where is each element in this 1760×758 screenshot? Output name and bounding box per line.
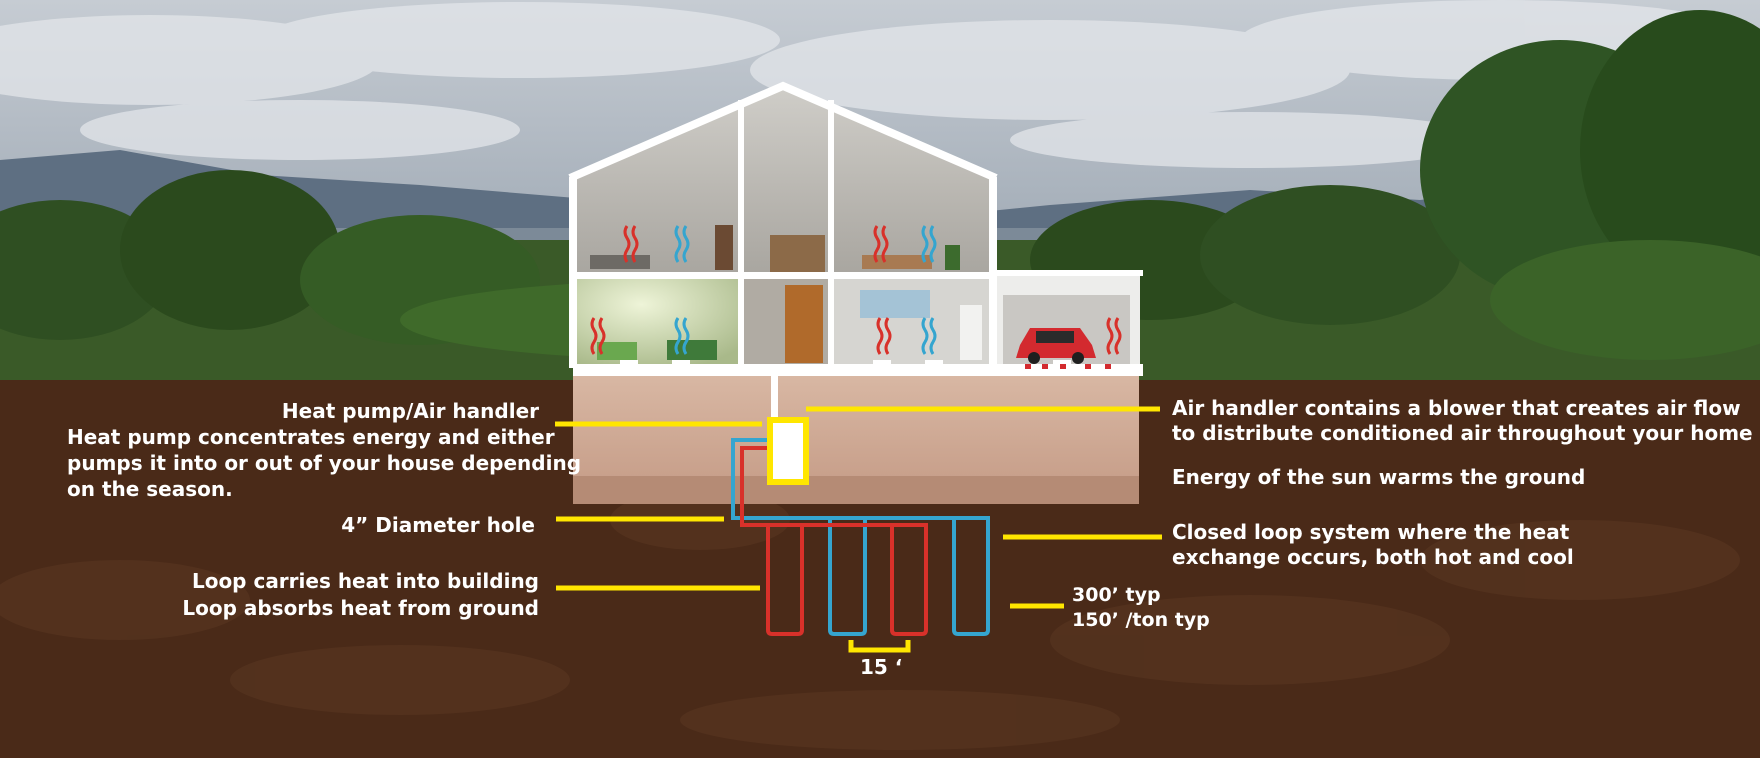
closed-loop-line-2: exchange occurs, both hot and cool — [1172, 545, 1574, 569]
closed-loop-line-1: Closed loop system where the heat — [1172, 520, 1570, 544]
air-handler-line-1: Air handler contains a blower that creat… — [1172, 396, 1741, 420]
depth-per-ton-label: 150’ /ton typ — [1072, 609, 1210, 631]
heat-pump-desc-line-3: on the season. — [67, 477, 233, 501]
sun-energy-label: Energy of the sun warms the ground — [1172, 465, 1586, 489]
foundation-slab — [573, 364, 1143, 376]
callout-lines — [555, 406, 1162, 653]
spacing-bracket — [848, 640, 911, 653]
roof-outline — [568, 81, 998, 182]
clouds — [0, 0, 1760, 168]
loop-absorbs-label: Loop absorbs heat from ground — [182, 596, 539, 620]
heat-pump-unit — [767, 417, 809, 485]
ground-loop — [731, 417, 990, 636]
heat-pump-title: Heat pump/Air handler — [281, 399, 539, 423]
hot-loop — [740, 446, 928, 636]
heat-pump-desc-line-2: pumps it into or out of your house depen… — [67, 451, 582, 475]
cool-wave-icon — [674, 225, 937, 355]
diameter-hole-label: 4” Diameter hole — [341, 513, 535, 537]
soil-texture — [0, 490, 1740, 750]
air-handler-line-2: to distribute conditioned air throughout… — [1172, 421, 1753, 445]
heat-pump-desc-line-1: Heat pump concentrates energy and either — [67, 425, 555, 449]
car-icon — [1016, 328, 1096, 364]
loop-carries-label: Loop carries heat into building — [191, 569, 539, 593]
cool-loop — [731, 438, 990, 636]
house-cutaway — [568, 81, 1143, 504]
heat-wave-icon — [590, 225, 1122, 355]
depth-typical-label: 300’ typ — [1072, 584, 1161, 606]
spacing-label: 15 ‘ — [860, 655, 903, 679]
